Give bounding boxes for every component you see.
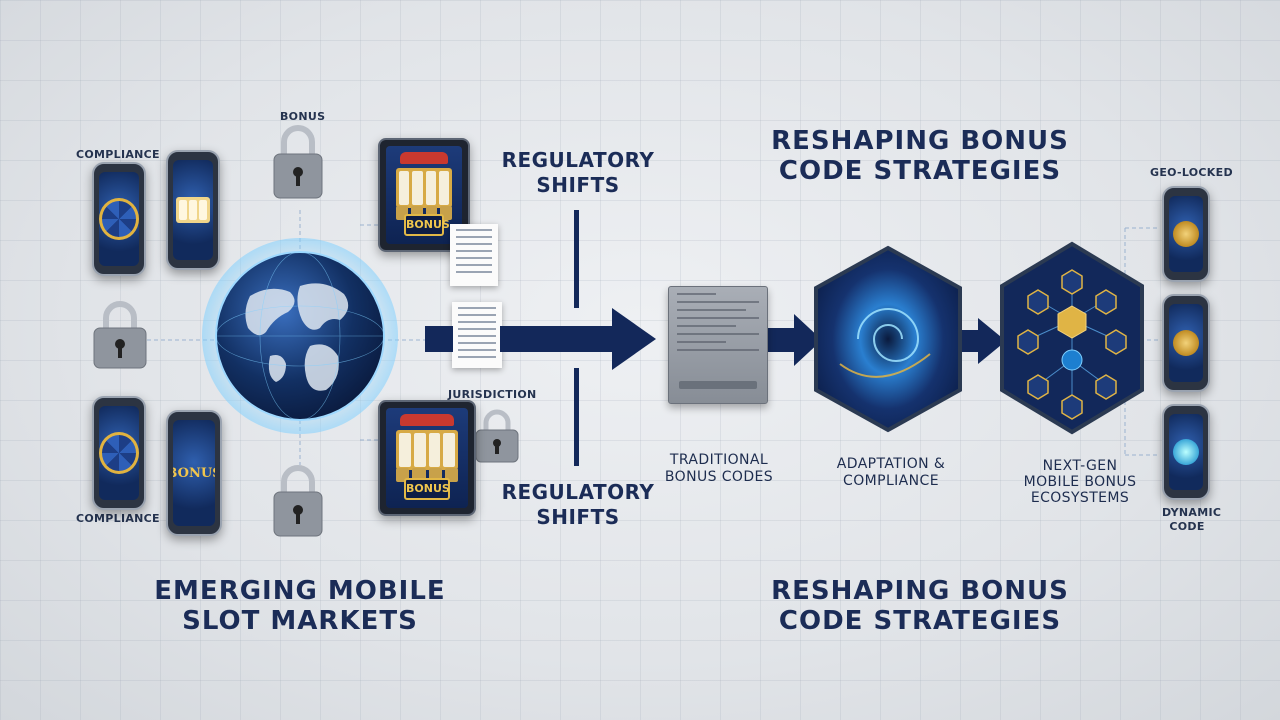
keyhole-icon (1173, 330, 1199, 356)
title-left-bottom: EMERGING MOBILE SLOT MARKETS (154, 576, 446, 636)
phone-geo-locked (1162, 186, 1210, 282)
phone-bonus: BONUS (166, 410, 222, 536)
document-icon (450, 224, 498, 286)
padlock-icon (93, 301, 147, 369)
regulatory-shifts-bottom: REGULATORY SHIFTS (501, 480, 655, 529)
label-next-gen: NEXT-GEN MOBILE BONUS ECOSYSTEMS (1023, 458, 1137, 506)
galaxy-swirl-icon (814, 245, 962, 433)
label-compliance-bottom: COMPLIANCE (76, 512, 160, 525)
wheel-icon (99, 432, 139, 474)
label-dynamic-code: DYNAMIC CODE (1162, 506, 1222, 533)
traditional-codes-panel (668, 286, 768, 404)
tablet-slot-bottom: BONUS (378, 400, 476, 516)
phone-locked (1162, 294, 1210, 392)
wheel-icon (99, 198, 139, 240)
phone-bonus-text: BONUS (173, 465, 215, 481)
label-adaptation-compliance: ADAPTATION & COMPLIANCE (836, 456, 946, 489)
title-right-top: RESHAPING BONUS CODE STRATEGIES (771, 126, 1069, 186)
phone-dynamic-code (1162, 404, 1210, 500)
label-traditional-codes: TRADITIONAL BONUS CODES (664, 452, 774, 485)
tablet-bonus-label: BONUS (404, 214, 450, 236)
padlock-icon (273, 465, 323, 537)
phone-wheel-bottom (92, 396, 146, 510)
padlock-icon (475, 409, 519, 463)
phone-wheel-top (92, 162, 146, 276)
reels-icon (176, 197, 210, 223)
tablet-bonus-label: BONUS (404, 478, 450, 500)
keyhole-icon (1173, 221, 1199, 247)
keyhole-icon (1173, 439, 1199, 465)
label-bonus: BONUS (280, 110, 326, 123)
regulatory-shifts-top: REGULATORY SHIFTS (501, 148, 655, 197)
phone-slot-top (166, 150, 220, 270)
padlock-icon (273, 125, 323, 199)
label-compliance-top: COMPLIANCE (76, 148, 160, 161)
title-right-bottom: RESHAPING BONUS CODE STRATEGIES (771, 576, 1069, 636)
globe-icon (202, 238, 398, 434)
ecosystem-network-icon (1000, 241, 1144, 435)
label-geo-locked: GEO-LOCKED (1150, 166, 1233, 179)
label-jurisdiction: JURISDICTION (448, 388, 537, 401)
document-icon (452, 302, 502, 368)
